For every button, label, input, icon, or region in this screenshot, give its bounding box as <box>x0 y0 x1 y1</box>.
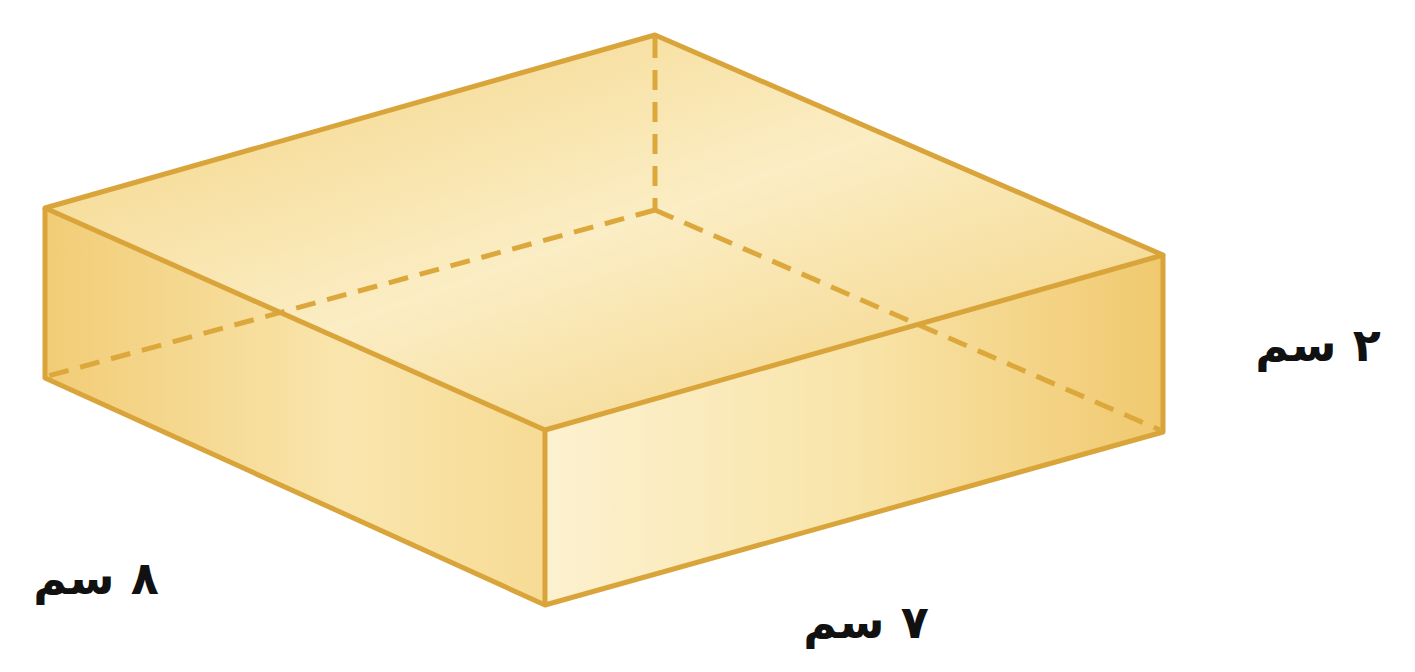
depth-label: ٨ سم <box>33 553 158 604</box>
right-face <box>545 255 1163 605</box>
hidden-edge <box>653 38 658 210</box>
width-label: ٧ سم <box>803 597 928 648</box>
hidden-edge <box>655 210 1160 430</box>
top-outline <box>45 35 1163 430</box>
visible-edges <box>45 35 1163 605</box>
hidden-edges <box>48 38 1160 430</box>
hidden-edge <box>48 210 655 376</box>
side-outline <box>45 208 1163 605</box>
left-face <box>45 208 545 605</box>
front-edge <box>543 430 548 605</box>
height-label: ٢ سم <box>1255 320 1380 371</box>
